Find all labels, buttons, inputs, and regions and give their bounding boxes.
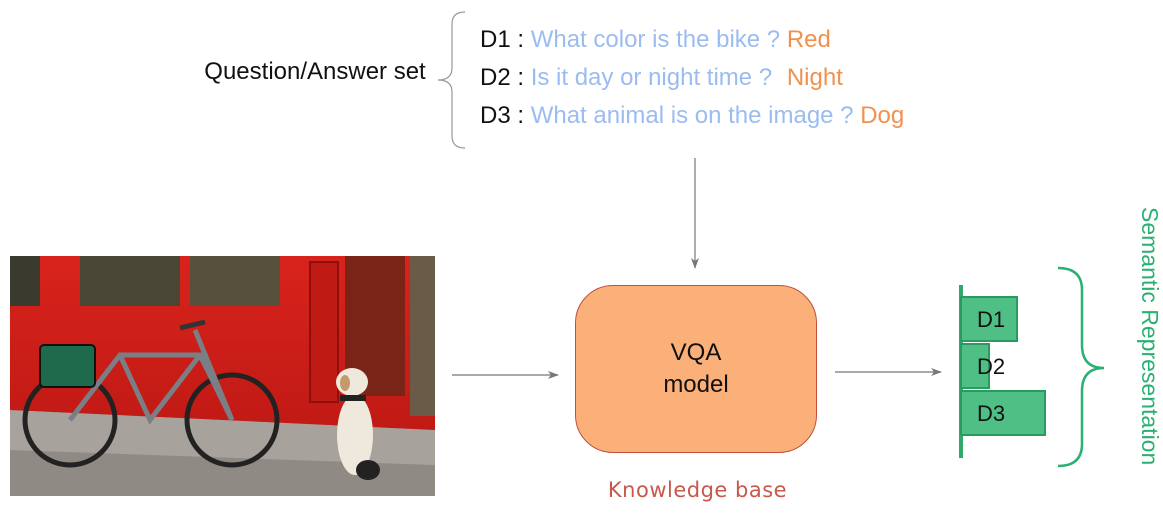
bar-d1 <box>960 296 1018 342</box>
qa-brace <box>437 11 466 149</box>
qa-item-d1: D1 : What color is the bike ? Red <box>480 26 831 54</box>
vqa-model-label-line1: VQA <box>670 339 722 366</box>
qa-item-sep: : <box>517 64 525 91</box>
qa-item-answer: Night <box>786 64 843 91</box>
qa-item-id: D1 <box>480 26 511 53</box>
qa-item-id: D2 <box>480 64 511 91</box>
qa-item-d3: D3 : What animal is on the image ? Dog <box>480 102 904 130</box>
qa-item-sep: : <box>517 102 525 129</box>
qa-item-answer: Dog <box>860 102 905 129</box>
bar-label-d2: D2 <box>977 354 1005 379</box>
semantic-brace <box>1057 266 1105 468</box>
vqa-model-label-line2: model <box>663 371 729 398</box>
qa-item-d2: D2 : Is it day or night time ? Night <box>480 64 843 92</box>
bar-label-d3: D3 <box>977 401 1005 426</box>
bar-d2 <box>960 343 990 389</box>
qa-item-question: Is it day or night time ? <box>530 64 773 91</box>
qa-item-question: What animal is on the image ? <box>530 102 854 129</box>
bar-label-d1: D1 <box>977 307 1005 332</box>
bar-d3 <box>960 390 1046 436</box>
semantic-representation-label: Semantic Representation <box>1137 207 1163 466</box>
street-photo <box>10 256 435 496</box>
qa-item-sep: : <box>517 26 525 53</box>
knowledge-base-label: Knowledge base <box>607 478 788 502</box>
qa-item-id: D3 <box>480 102 511 129</box>
qa-item-answer: Red <box>786 26 831 53</box>
qa-item-question: What color is the bike ? <box>530 26 781 53</box>
vqa-model-box: VQA model <box>575 285 817 453</box>
qa-set-label: Question/Answer set <box>204 58 426 85</box>
